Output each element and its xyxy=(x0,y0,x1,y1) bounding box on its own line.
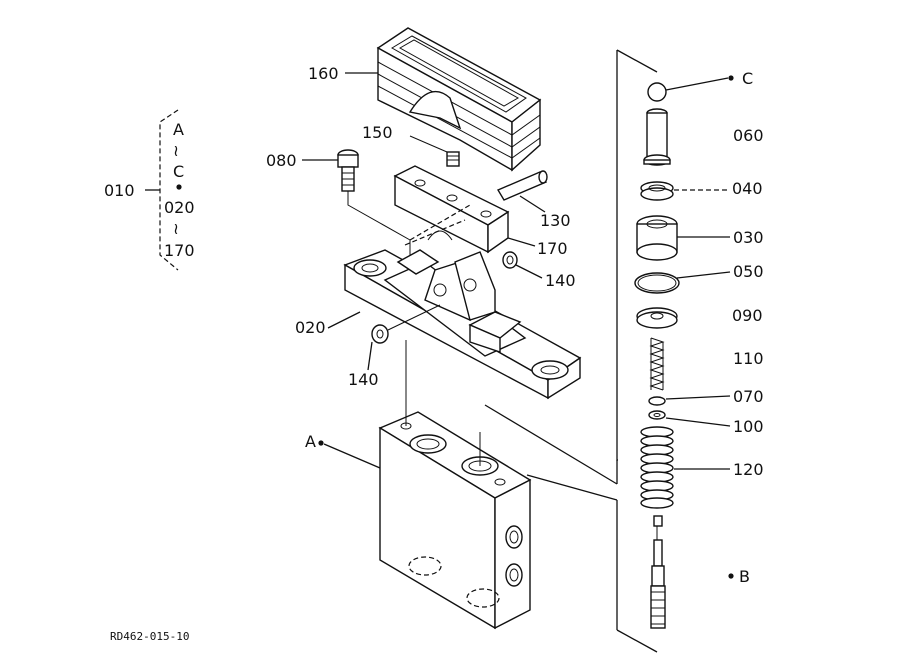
callout-060: 060 xyxy=(733,126,764,145)
group-bracket: 010 A ≀ C 020 ≀ 170 xyxy=(104,109,195,271)
drawing-code: RD462-015-10 xyxy=(110,630,189,643)
part-020-baseplate xyxy=(327,219,582,400)
group-range-c: C xyxy=(173,162,184,181)
part-150-setscrew xyxy=(409,135,460,167)
callout-130: 130 xyxy=(540,211,571,230)
part-170-plate xyxy=(393,165,536,254)
callout-120: 120 xyxy=(733,460,764,479)
callout-100: 100 xyxy=(733,417,764,436)
callout-080: 080 xyxy=(266,151,297,170)
callout-030: 030 xyxy=(733,228,764,247)
part-070-ring xyxy=(648,395,731,406)
spool-assembly-frame xyxy=(484,49,658,653)
group-range-sep-1: ≀ xyxy=(173,141,179,160)
group-id-label: 010 xyxy=(104,181,135,200)
part-060-push-rod xyxy=(643,108,671,166)
part-040-seal xyxy=(640,181,728,201)
group-range-020: 020 xyxy=(164,198,195,217)
part-160-boot xyxy=(345,27,542,172)
spool-stem xyxy=(650,515,666,629)
part-140-bushing-lower xyxy=(367,304,441,371)
part-110-spring xyxy=(649,337,665,391)
part-080-bolt xyxy=(302,149,411,262)
ref-marker-a: A xyxy=(305,432,381,469)
callout-140-upper: 140 xyxy=(545,271,576,290)
ref-a-label: A xyxy=(305,432,316,451)
part-060-ball xyxy=(647,75,734,102)
group-range-sep-2: ≀ xyxy=(173,219,179,238)
group-range-170: 170 xyxy=(164,241,195,260)
valve-body-block xyxy=(378,340,532,630)
callout-040: 040 xyxy=(732,179,763,198)
callout-140-lower: 140 xyxy=(348,370,379,389)
ref-b-label: B xyxy=(739,567,750,586)
callout-070: 070 xyxy=(733,387,764,406)
part-090-washer xyxy=(636,307,678,329)
part-120-spring xyxy=(640,426,730,509)
callout-050: 050 xyxy=(733,262,764,281)
part-130-pin xyxy=(496,170,548,213)
part-030-plug xyxy=(636,215,730,261)
group-range-a: A xyxy=(173,120,184,139)
callout-150: 150 xyxy=(362,123,393,142)
callout-090: 090 xyxy=(732,306,763,325)
ref-marker-b: B xyxy=(728,567,750,586)
group-dot xyxy=(176,184,182,190)
ref-c-label: C xyxy=(742,69,753,88)
part-050-oring xyxy=(634,271,731,294)
part-100-washer xyxy=(648,410,731,427)
callout-170: 170 xyxy=(537,239,568,258)
callout-160: 160 xyxy=(308,64,339,83)
callout-020: 020 xyxy=(295,318,326,337)
part-140-bushing-upper xyxy=(502,251,543,279)
callout-110: 110 xyxy=(733,349,764,368)
